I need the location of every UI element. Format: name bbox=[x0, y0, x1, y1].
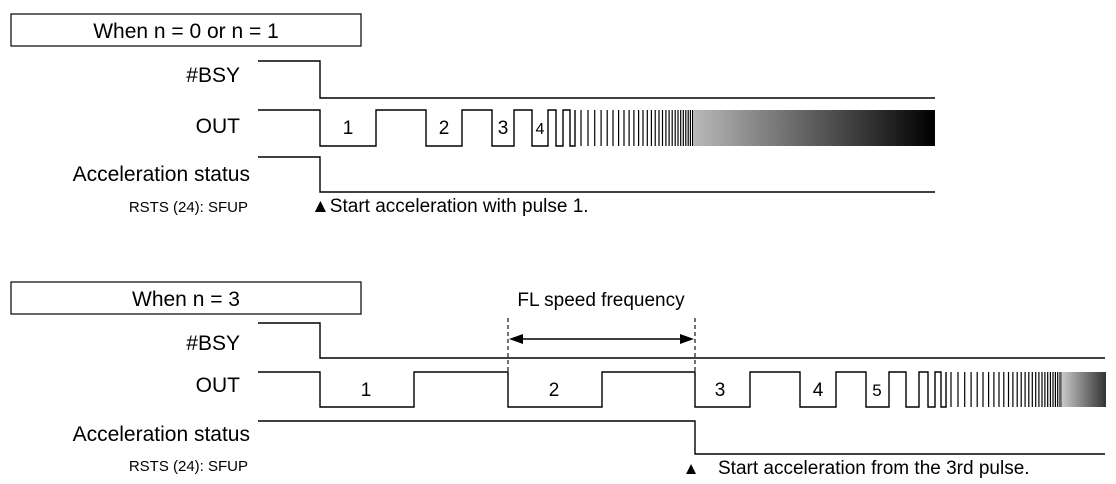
start-accel-note: ▲Start acceleration with pulse 1. bbox=[311, 196, 589, 217]
out-pulse-label-3: 3 bbox=[715, 380, 726, 401]
bsy-waveform bbox=[258, 60, 935, 99]
bsy-waveform bbox=[258, 322, 1105, 359]
out-pulse-label-1: 1 bbox=[361, 380, 372, 401]
panel-title: When n = 0 or n = 1 bbox=[93, 20, 279, 43]
out-pulse-label-2: 2 bbox=[439, 118, 450, 139]
accel-waveform bbox=[258, 156, 935, 193]
panel-n0-n1: When n = 0 or n = 1 #BSY OUT Acceleratio… bbox=[10, 13, 935, 217]
rsts-sfup-label: RSTS (24): SFUP bbox=[129, 458, 248, 475]
panel-title-box bbox=[10, 281, 362, 315]
accel-waveform bbox=[258, 420, 1105, 455]
out-pulse-label-4: 4 bbox=[536, 121, 545, 138]
panel-n3: When n = 3 FL speed frequency #BSY OUT A… bbox=[10, 281, 1106, 479]
bsy-label: #BSY bbox=[186, 332, 240, 355]
arrowhead-right bbox=[680, 334, 694, 344]
out-pulse-label-1: 1 bbox=[343, 118, 354, 139]
start-accel-marker: ▲ bbox=[683, 459, 700, 478]
accel-status-label: Acceleration status bbox=[73, 423, 250, 446]
out-pulse-label-5: 5 bbox=[872, 381, 881, 400]
panel-title-box bbox=[10, 13, 362, 47]
bsy-label: #BSY bbox=[186, 64, 240, 87]
out-dense-burst bbox=[1062, 372, 1106, 407]
out-dense-burst bbox=[693, 110, 935, 146]
accel-status-label: Acceleration status bbox=[73, 163, 250, 186]
fl-speed-frequency-label: FL speed frequency bbox=[517, 290, 685, 311]
out-label: OUT bbox=[196, 115, 241, 138]
out-waveform bbox=[258, 371, 947, 408]
panel-title: When n = 3 bbox=[132, 288, 240, 311]
out-pulse-label-4: 4 bbox=[813, 380, 824, 401]
out-pulse-label-2: 2 bbox=[549, 380, 560, 401]
out-label: OUT bbox=[196, 374, 241, 397]
out-waveform bbox=[258, 109, 576, 147]
arrowhead-left bbox=[509, 334, 523, 344]
out-pulse-label-3: 3 bbox=[498, 118, 509, 139]
start-accel-note: Start acceleration from the 3rd pulse. bbox=[718, 458, 1030, 479]
out-pulse-burst bbox=[950, 372, 1063, 407]
rsts-sfup-label: RSTS (24): SFUP bbox=[129, 199, 248, 216]
out-pulse-burst bbox=[580, 110, 694, 146]
